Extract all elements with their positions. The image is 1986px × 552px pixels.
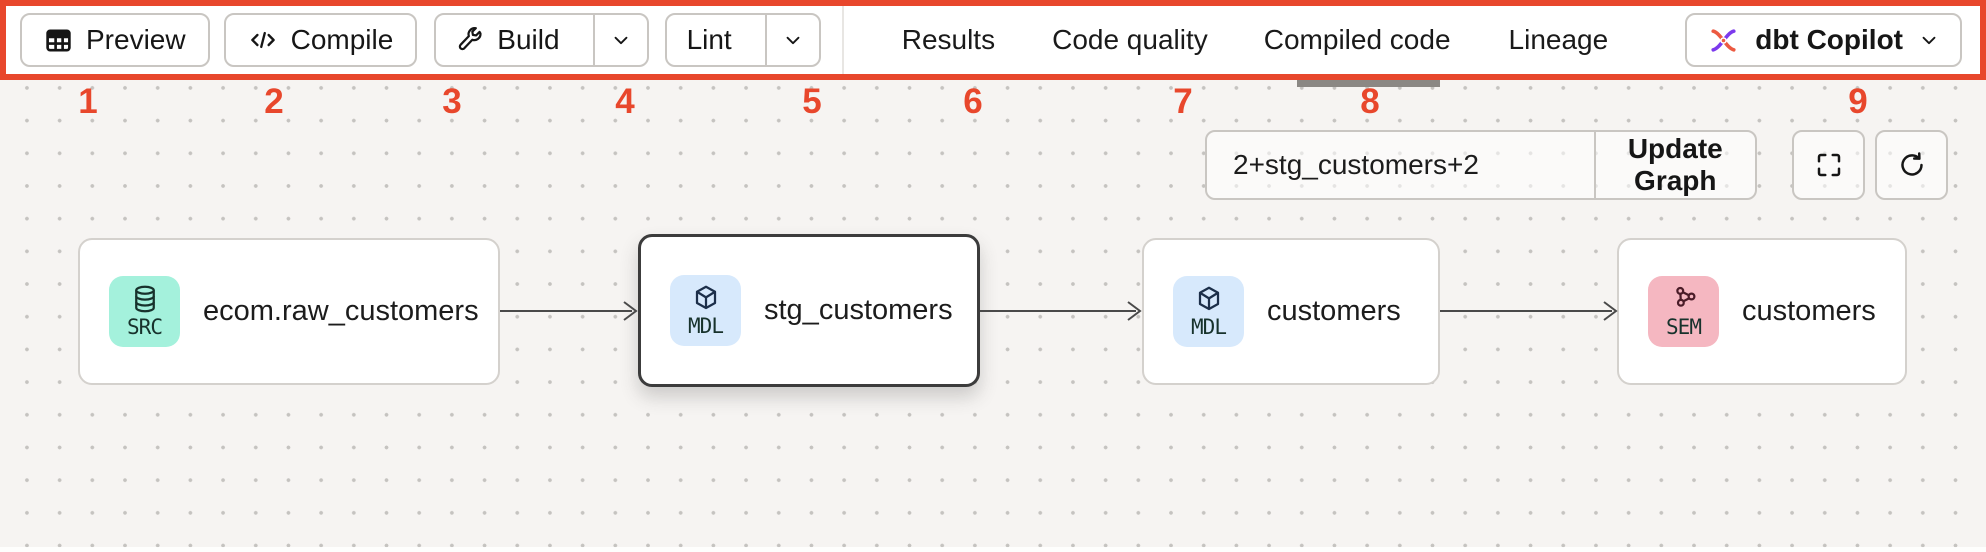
node-name: customers: [1267, 295, 1401, 327]
lineage-node-model-customers[interactable]: MDL customers: [1142, 238, 1440, 385]
lineage-selector-group: Update Graph: [1205, 130, 1757, 200]
active-tab-indicator: [1297, 80, 1440, 87]
node-type-badge-model: MDL: [1173, 276, 1244, 347]
node-name: stg_customers: [764, 294, 953, 326]
refresh-icon: [1900, 152, 1923, 176]
lint-split-button: Lint: [664, 13, 821, 67]
node-type-label: SEM: [1666, 315, 1702, 339]
dbt-logo-icon: [1711, 28, 1736, 52]
callout-8: 8: [1360, 82, 1380, 121]
semantic-model-icon: [1675, 286, 1695, 307]
callout-4: 4: [615, 82, 635, 121]
callout-1: 1: [78, 82, 98, 121]
callout-2: 2: [264, 82, 284, 121]
callout-7: 7: [1173, 82, 1193, 121]
node-type-badge-model: MDL: [670, 275, 741, 346]
edge-stg-customers-to-customers: [980, 301, 1142, 321]
node-type-label: SRC: [127, 315, 163, 339]
node-name: ecom.raw_customers: [203, 295, 479, 327]
tab-results[interactable]: Results: [901, 24, 996, 55]
chevron-down-icon: [1922, 36, 1936, 45]
tab-lineage[interactable]: Lineage: [1508, 24, 1609, 55]
lint-dropdown-button[interactable]: [764, 15, 819, 65]
database-icon: [134, 285, 155, 313]
chevron-down-icon: [786, 36, 800, 45]
node-type-badge-source: SRC: [109, 276, 180, 347]
toolbar-divider: [841, 6, 844, 74]
compile-label: Compile: [290, 24, 394, 55]
code-icon: [250, 31, 275, 49]
build-dropdown-button[interactable]: [592, 15, 647, 65]
callout-3: 3: [442, 82, 462, 121]
build-button[interactable]: Build: [436, 15, 579, 65]
fullscreen-icon: [1817, 153, 1840, 177]
compile-button[interactable]: Compile: [223, 13, 418, 67]
dbt-copilot-button[interactable]: dbt Copilot: [1685, 13, 1962, 67]
callout-9: 9: [1848, 82, 1868, 121]
edge-source-to-stg-customers: [500, 301, 638, 321]
refresh-button[interactable]: [1875, 130, 1948, 200]
table-icon: [46, 29, 71, 51]
tab-compiled-code[interactable]: Compiled code: [1263, 24, 1451, 55]
node-name: customers: [1742, 295, 1876, 327]
lint-label: Lint: [686, 24, 732, 55]
chevron-down-icon: [614, 36, 627, 45]
wrench-icon: [459, 27, 482, 51]
cube-icon: [695, 285, 716, 310]
callout-5: 5: [802, 82, 822, 121]
copilot-label: dbt Copilot: [1755, 24, 1903, 55]
node-type-label: MDL: [688, 314, 724, 338]
lineage-node-source-ecom-raw-customers[interactable]: SRC ecom.raw_customers: [78, 238, 500, 385]
canvas-bottom-edge: [0, 547, 1986, 552]
build-split-button: Build: [434, 13, 649, 67]
lineage-selector-input[interactable]: [1207, 132, 1594, 198]
fullscreen-button[interactable]: [1792, 130, 1865, 200]
cube-icon: [1198, 286, 1219, 311]
build-label: Build: [497, 24, 560, 55]
selector-divider: [1594, 132, 1596, 198]
lineage-node-model-stg-customers[interactable]: MDL stg_customers: [638, 234, 980, 387]
lineage-node-semantic-customers[interactable]: SEM customers: [1617, 238, 1907, 385]
lint-button[interactable]: Lint: [667, 15, 752, 65]
tab-code-quality[interactable]: Code quality: [1052, 24, 1208, 55]
edge-customers-to-semantic-customers: [1440, 301, 1618, 321]
node-type-label: MDL: [1191, 315, 1227, 339]
node-type-badge-semantic: SEM: [1648, 276, 1719, 347]
preview-label: Preview: [86, 24, 186, 55]
preview-button[interactable]: Preview: [20, 13, 210, 67]
update-graph-button[interactable]: Update Graph: [1596, 132, 1755, 198]
editor-toolbar: Preview Compile Build Lint Results Code …: [0, 0, 1986, 80]
callout-6: 6: [963, 82, 983, 121]
